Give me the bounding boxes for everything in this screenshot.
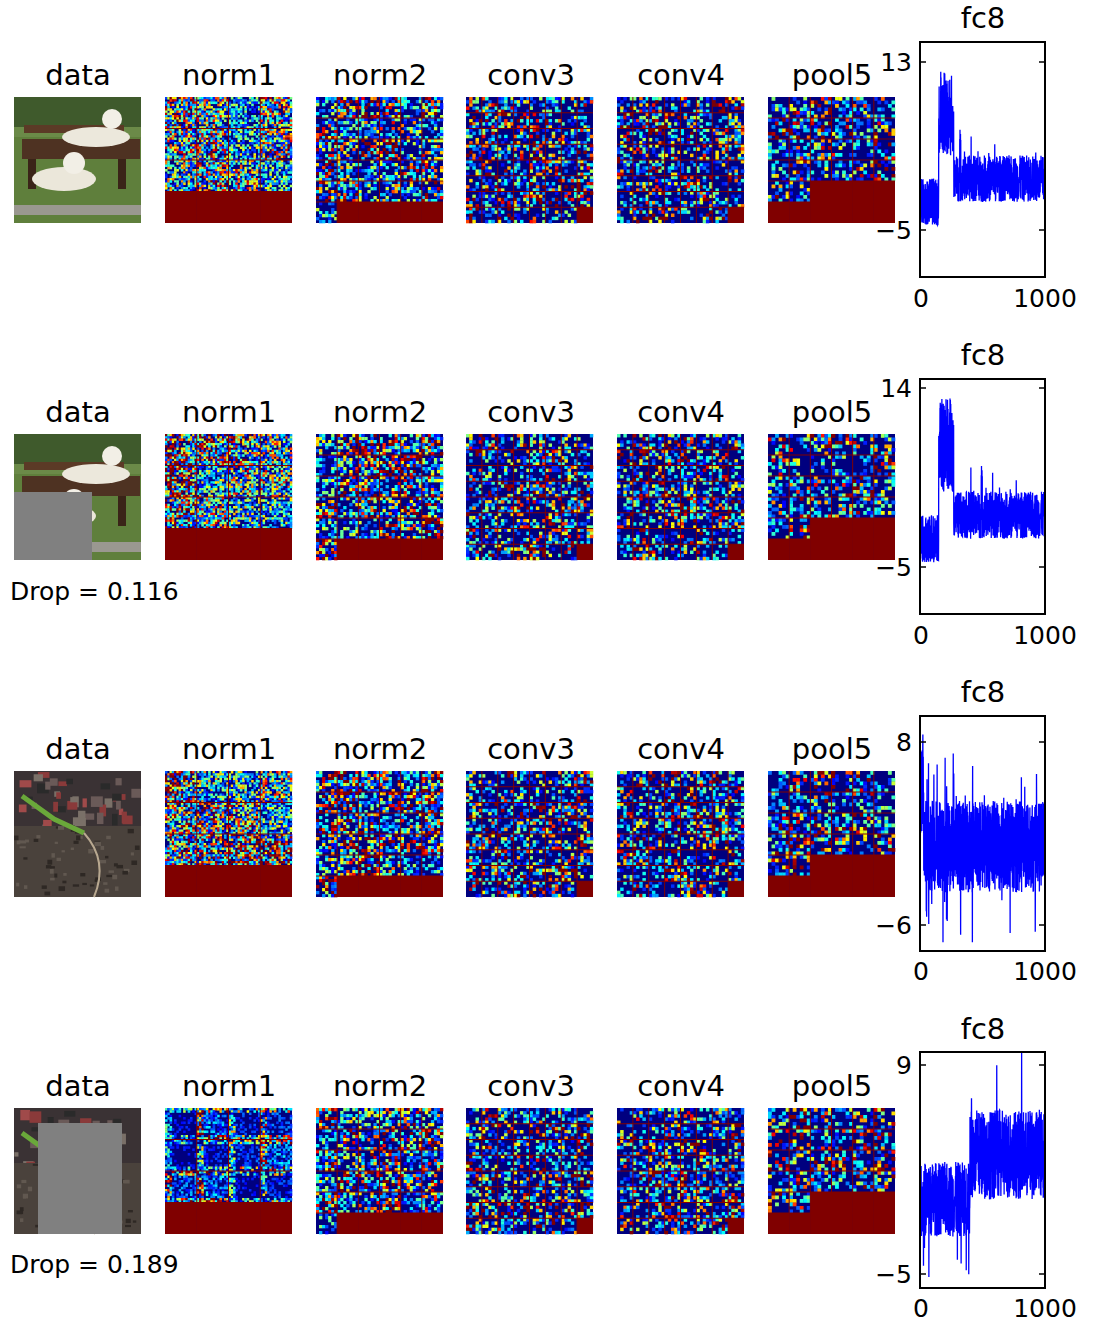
layer-title: norm2 bbox=[333, 735, 427, 764]
x-tick-label: 0 bbox=[913, 286, 929, 311]
drop-value: Drop = 0.116 bbox=[10, 579, 179, 604]
y-tick-label: 14 bbox=[880, 376, 912, 401]
y-tick-label: 8 bbox=[896, 730, 912, 755]
layer-title: conv3 bbox=[487, 398, 575, 427]
y-tick-label: 13 bbox=[880, 50, 912, 75]
x-tick-label: 1000 bbox=[1013, 286, 1077, 311]
drop-value: Drop = 0.189 bbox=[10, 1252, 179, 1277]
y-tick-label: 9 bbox=[896, 1053, 912, 1078]
x-tick-label: 0 bbox=[913, 959, 929, 984]
layer-title: pool5 bbox=[792, 1072, 872, 1101]
plot-title: fc8 bbox=[961, 1015, 1006, 1044]
layer-title: norm1 bbox=[182, 61, 276, 90]
layer-title: norm2 bbox=[333, 398, 427, 427]
layer-title: conv3 bbox=[487, 735, 575, 764]
layer-title: data bbox=[45, 1072, 110, 1101]
x-tick-label: 0 bbox=[913, 623, 929, 648]
layer-title: data bbox=[45, 398, 110, 427]
x-tick-label: 1000 bbox=[1013, 623, 1077, 648]
layer-title: norm2 bbox=[333, 1072, 427, 1101]
y-tick-label: −5 bbox=[875, 218, 912, 243]
layer-title: conv4 bbox=[637, 398, 725, 427]
layer-title: conv4 bbox=[637, 735, 725, 764]
x-tick-label: 1000 bbox=[1013, 959, 1077, 984]
plot-title: fc8 bbox=[961, 341, 1006, 370]
layer-title: pool5 bbox=[792, 61, 872, 90]
y-tick-label: −5 bbox=[875, 555, 912, 580]
layer-title: data bbox=[45, 61, 110, 90]
y-tick-label: −5 bbox=[875, 1262, 912, 1287]
layer-title: pool5 bbox=[792, 398, 872, 427]
y-tick-label: −6 bbox=[875, 913, 912, 938]
layer-title: norm2 bbox=[333, 61, 427, 90]
layer-title: conv4 bbox=[637, 61, 725, 90]
layer-title: conv3 bbox=[487, 61, 575, 90]
layer-title: data bbox=[45, 735, 110, 764]
layer-title: conv3 bbox=[487, 1072, 575, 1101]
plot-title: fc8 bbox=[961, 678, 1006, 707]
layer-title: norm1 bbox=[182, 398, 276, 427]
layer-title: conv4 bbox=[637, 1072, 725, 1101]
layer-title: pool5 bbox=[792, 735, 872, 764]
layer-title: norm1 bbox=[182, 735, 276, 764]
x-tick-label: 0 bbox=[913, 1296, 929, 1321]
layer-title: norm1 bbox=[182, 1072, 276, 1101]
x-tick-label: 1000 bbox=[1013, 1296, 1077, 1321]
plot-title: fc8 bbox=[961, 4, 1006, 33]
